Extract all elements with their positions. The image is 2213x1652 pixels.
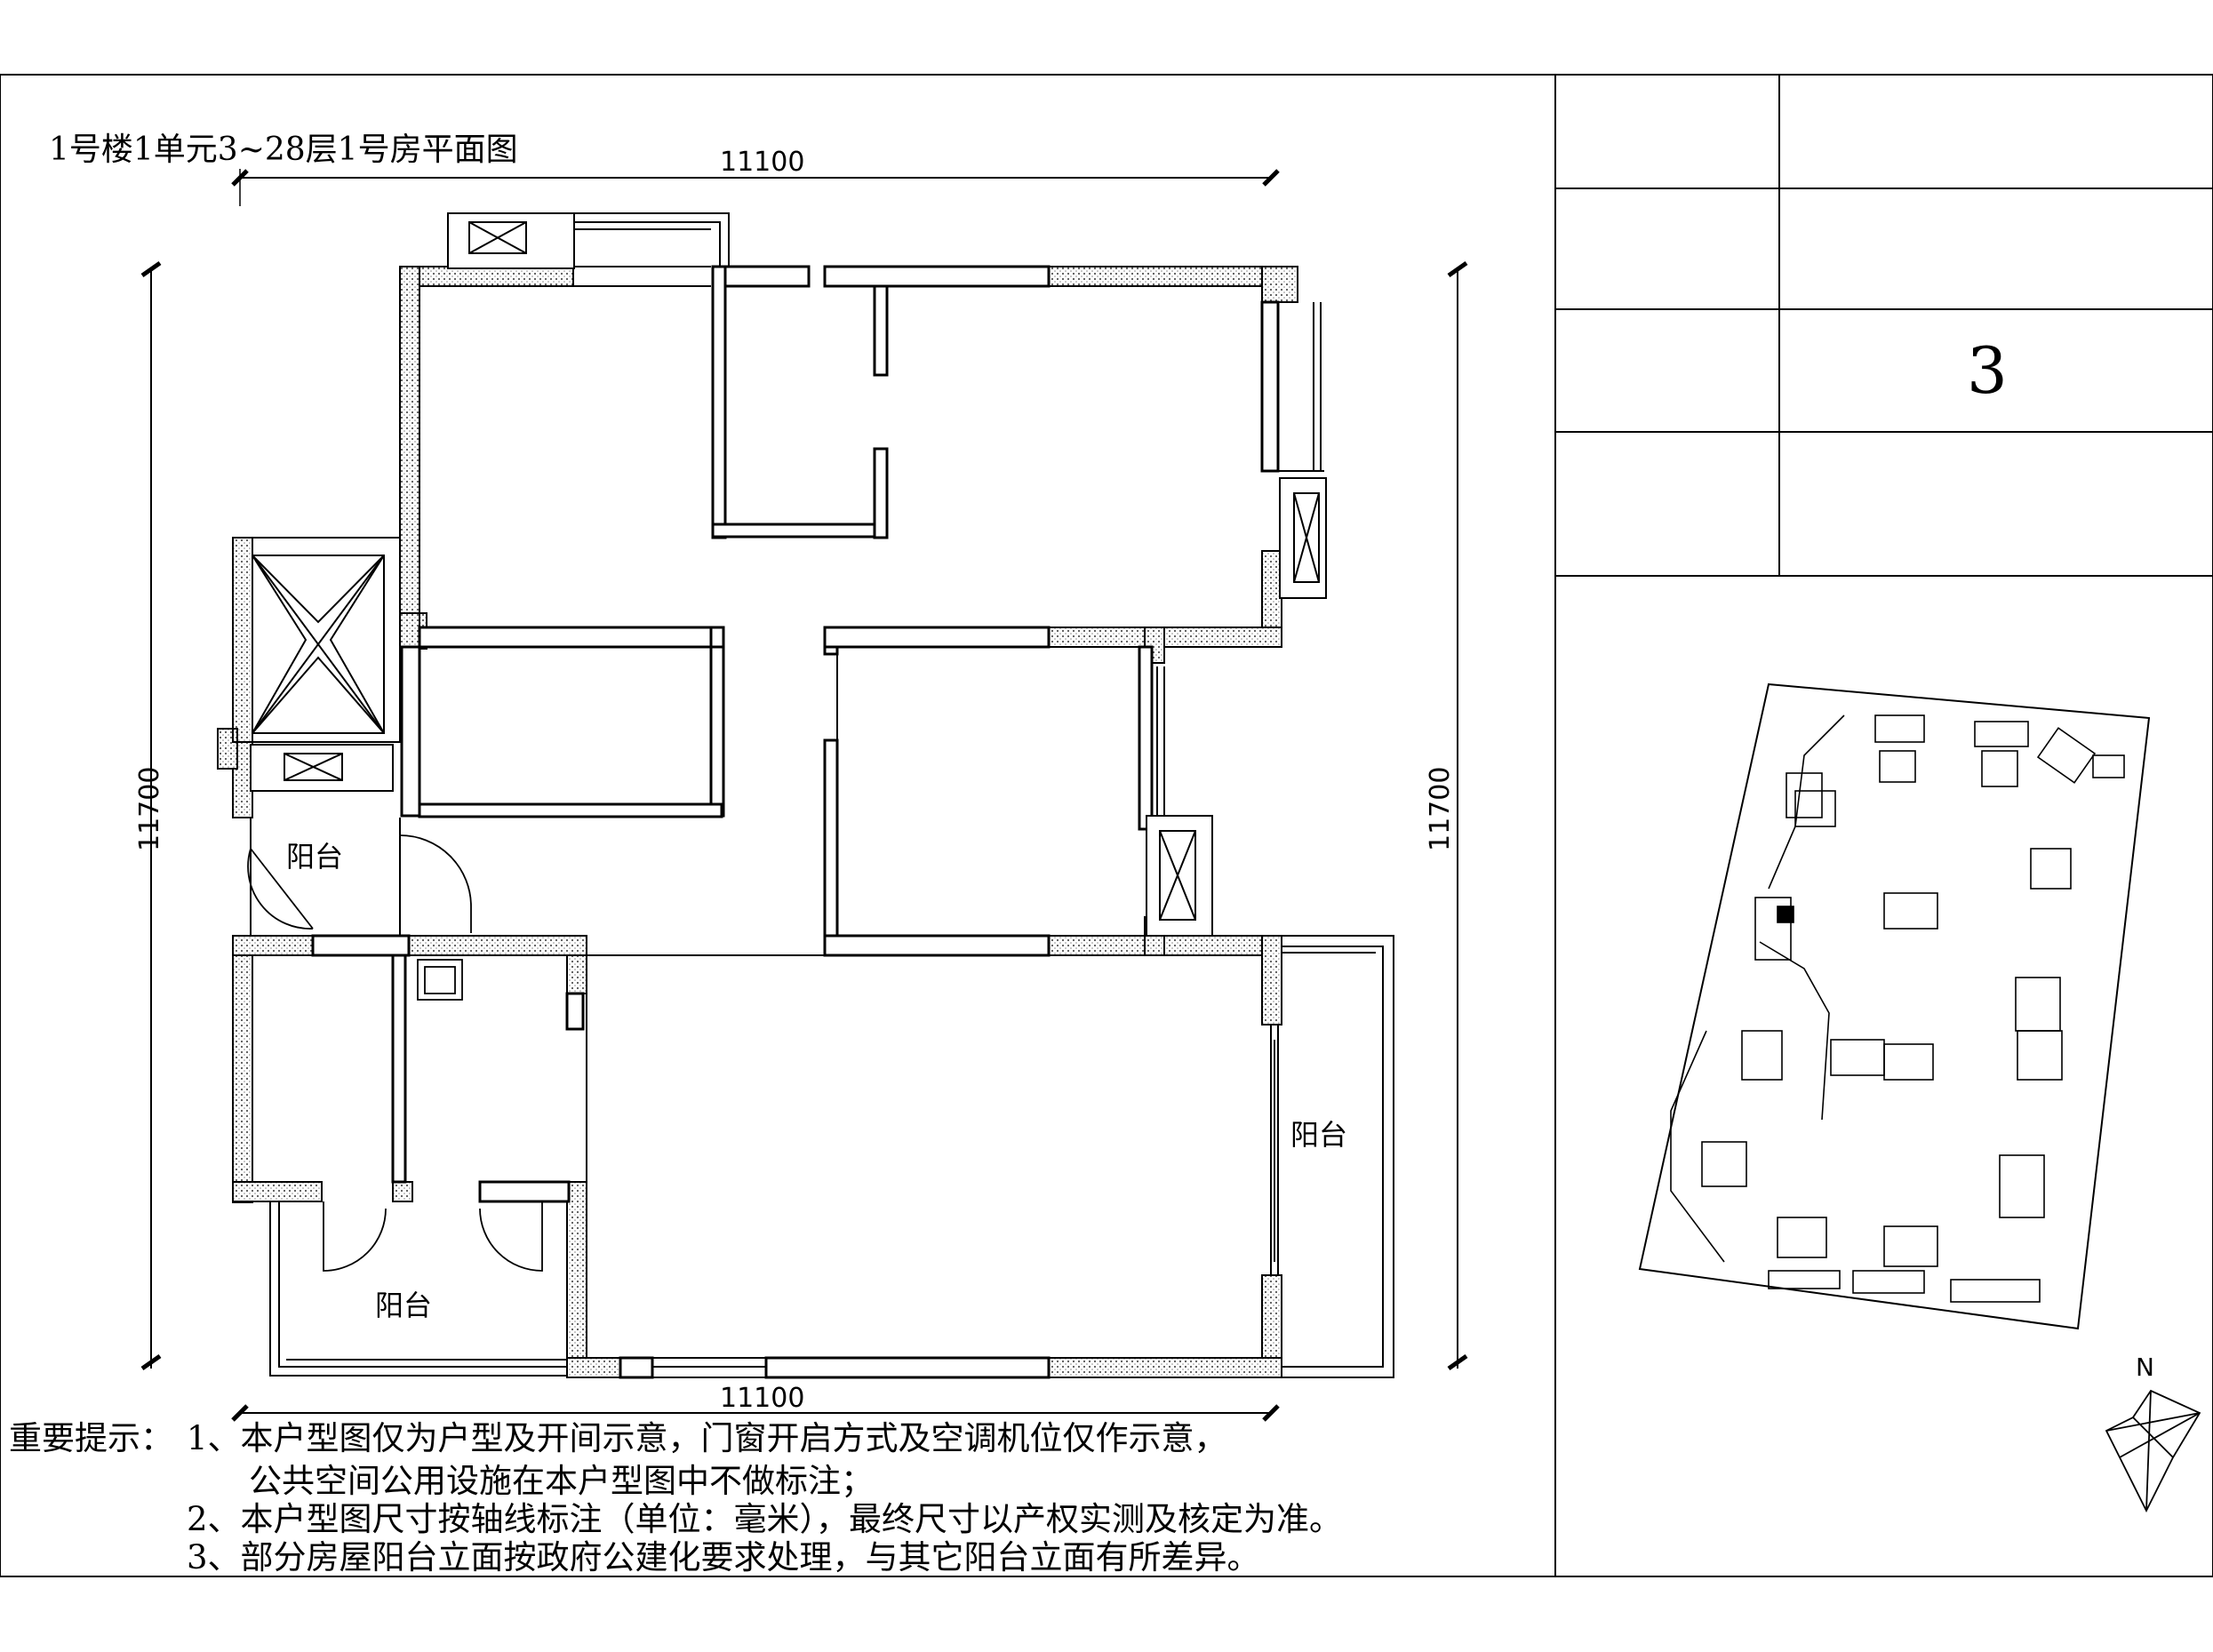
north-label: N: [2136, 1353, 2154, 1382]
room-label-balcony-right: 阳台: [1290, 1118, 1347, 1152]
ac-units: [250, 212, 1327, 937]
notes-line-3: 3、部分房屋阳台立面按政府公建化要求处理，与其它阳台立面有所差异。: [187, 1538, 1260, 1576]
dimension-right: 11700: [1425, 767, 1456, 851]
notes-heading: 重要提示：: [9, 1419, 173, 1457]
notes-line-2: 2、本户型图尺寸按轴线标注（单位：毫米），最终尺寸以产权实测及核定为准。: [187, 1500, 1343, 1538]
room-label-balcony-left: 阳台: [286, 840, 343, 874]
dimension-left: 11700: [134, 767, 165, 851]
plan-title: 1号楼1单元3~28层1号房平面图: [49, 132, 518, 168]
title-block-grid: [1555, 75, 2213, 577]
dimension-bottom: 11100: [720, 1383, 804, 1414]
living-room-outline: [252, 647, 1262, 1358]
north-compass: [2105, 1389, 2201, 1513]
drawing-frame: [0, 74, 2213, 1577]
site-buildings: [1701, 714, 2125, 1303]
partition-walls: [311, 265, 1324, 1379]
title-block-cell-3: 3: [1967, 333, 2008, 408]
dimension-lines: [140, 169, 1468, 1422]
site-plan: [1638, 682, 2151, 1330]
elevator-shaft: [232, 537, 401, 743]
doors: [247, 818, 1275, 1272]
dimension-top: 11100: [720, 147, 804, 178]
notes-line-1: 1、本户型图仅为户型及开间示意，门窗开启方式及空调机位仅作示意，: [187, 1419, 1227, 1457]
balconies: [250, 212, 1394, 1378]
notes-line-1b: 公共空间公用设施在本户型图中不做标注；: [249, 1462, 874, 1500]
structural-walls: [217, 266, 1298, 1378]
room-label-balcony-bottom: 阳台: [375, 1289, 432, 1322]
